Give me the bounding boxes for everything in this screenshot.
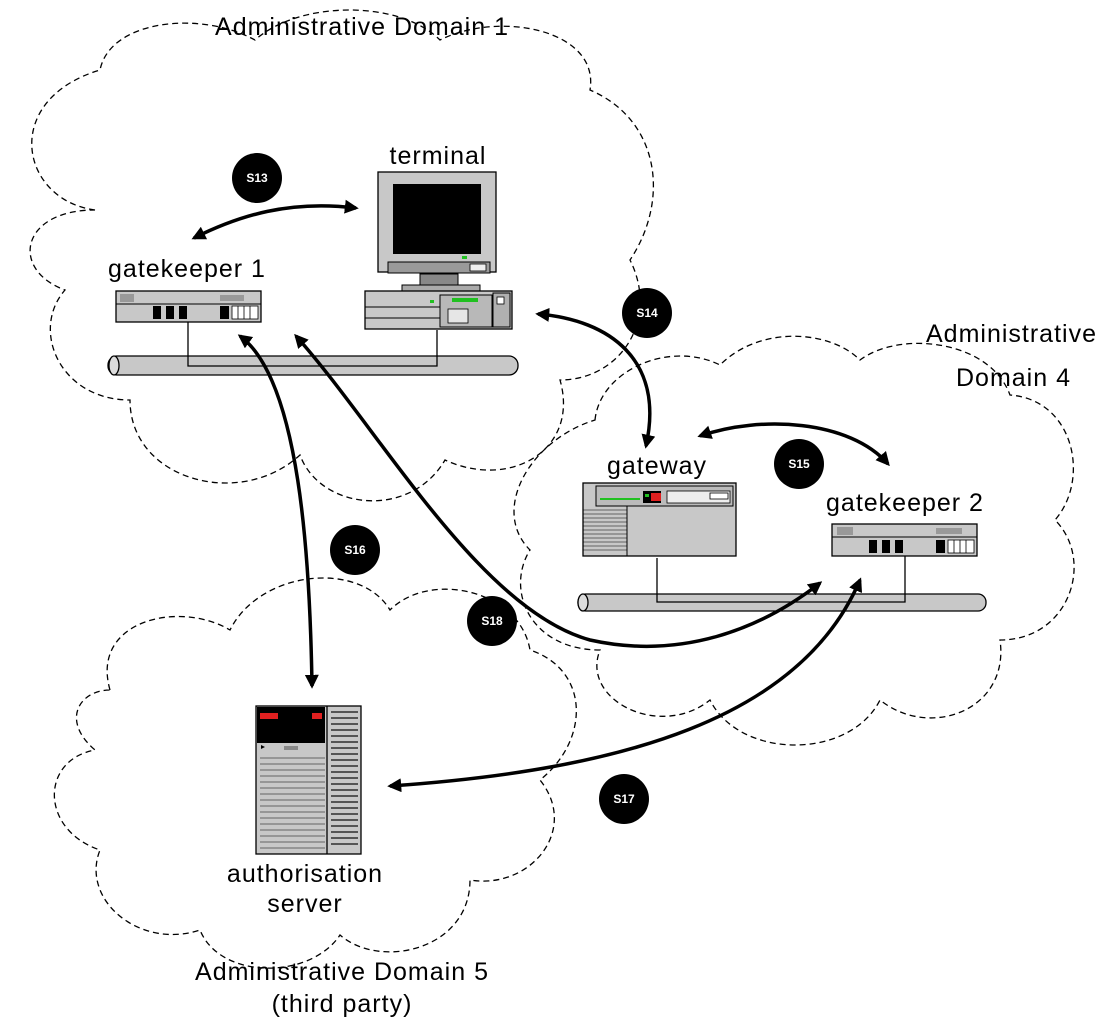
svg-text:S16: S16 <box>344 543 366 557</box>
arrow-s16 <box>237 334 319 689</box>
cloud-domain-1 <box>29 9 655 502</box>
gatekeeper-2-icon <box>831 523 978 557</box>
svg-text:S14: S14 <box>636 306 658 320</box>
badge-s13: S13 <box>232 153 282 203</box>
badge-s16: S16 <box>330 525 380 575</box>
gatekeeper-1-label: gatekeeper 1 <box>108 255 266 283</box>
domain-1-label: Administrative Domain 1 <box>215 13 509 41</box>
domain-4-label-line1: Administrative <box>926 320 1097 348</box>
gateway-label: gateway <box>607 452 707 480</box>
svg-text:S17: S17 <box>613 792 635 806</box>
domain-5-label-line1: Administrative Domain 5 <box>195 958 489 986</box>
badge-s14: S14 <box>622 288 672 338</box>
svg-text:S15: S15 <box>788 457 810 471</box>
svg-text:S13: S13 <box>246 171 268 185</box>
terminal-label: terminal <box>390 142 487 170</box>
domain-5-label-line2: (third party) <box>272 990 413 1018</box>
authorisation-server-label-line2: server <box>267 890 342 918</box>
gateway-icon <box>582 482 737 557</box>
authorisation-server-label-line1: authorisation <box>227 860 383 888</box>
arrow-s14 <box>535 307 656 449</box>
terminal-icon <box>364 171 513 330</box>
badge-s18: S18 <box>467 596 517 646</box>
svg-text:S18: S18 <box>481 614 503 628</box>
arrow-s17 <box>387 577 863 793</box>
badge-s17: S17 <box>599 774 649 824</box>
gatekeeper-2-label: gatekeeper 2 <box>826 489 984 517</box>
lan-domain-1 <box>107 322 519 376</box>
gatekeeper-1-icon <box>115 290 262 323</box>
authorisation-server-icon <box>255 705 362 855</box>
domain-4-label-line2: Domain 4 <box>956 364 1071 392</box>
lan-domain-4 <box>577 556 987 612</box>
arrow-s13 <box>191 199 359 240</box>
badge-s15: S15 <box>774 439 824 489</box>
